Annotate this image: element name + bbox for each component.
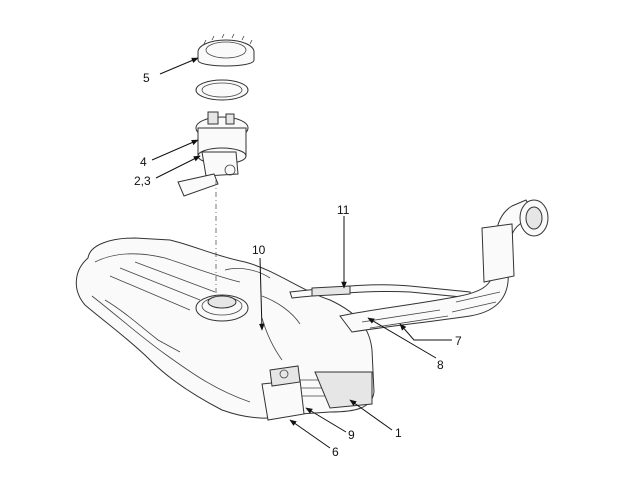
callout-9: 9 — [348, 428, 355, 442]
callout-8: 8 — [437, 358, 444, 372]
seal-ring — [195, 79, 249, 101]
leader-lines — [151, 57, 452, 449]
callout-4: 4 — [140, 155, 147, 169]
filler-neck — [339, 199, 549, 333]
fuel-tank — [75, 237, 375, 419]
vent-tube — [261, 317, 283, 361]
canister — [261, 365, 305, 421]
fuel-pump-module — [177, 111, 249, 197]
callout-10: 10 — [252, 243, 266, 257]
callout-11: 11 — [337, 203, 350, 217]
callout-1: 1 — [395, 426, 402, 440]
callout-5: 5 — [143, 71, 150, 85]
breather-hose — [289, 284, 473, 299]
callout-2-3: 2,3 — [134, 174, 151, 188]
callout-7: 7 — [455, 334, 462, 348]
pump-mount-ring — [195, 294, 249, 322]
callout-6: 6 — [332, 445, 339, 459]
lock-ring — [197, 33, 255, 67]
